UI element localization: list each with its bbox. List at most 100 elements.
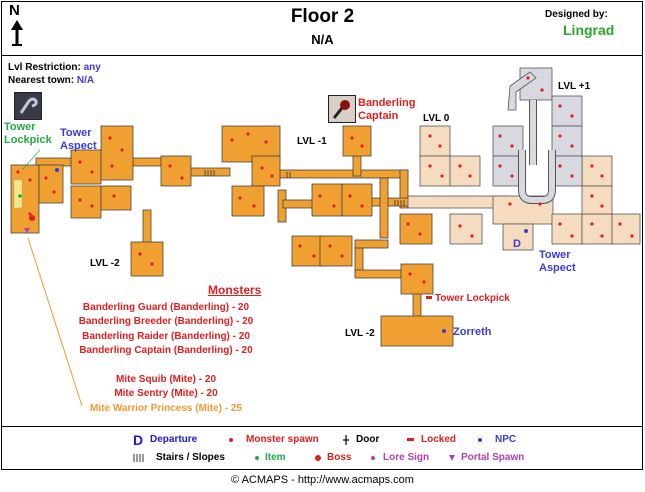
room	[38, 164, 64, 204]
lvl-minus2-label-left: LVL -2	[90, 258, 120, 269]
legend-stairs: Stairs / Slopes	[156, 452, 225, 463]
corridor	[379, 177, 389, 239]
legend-departure: Departure	[150, 434, 198, 445]
corridor	[142, 209, 152, 246]
lvl-plus1-label: LVL +1	[558, 81, 591, 92]
npc-marker	[55, 168, 59, 172]
captain-boss-icon	[328, 95, 356, 123]
npc-marker	[524, 229, 528, 233]
monster-list-item: Mite Sentry (Mite) - 20	[114, 388, 218, 399]
room	[611, 213, 641, 245]
legend-lore-sign-icon	[371, 456, 375, 460]
legend-monster-spawn-icon	[229, 438, 233, 442]
lvl-minus2-label-right: LVL -2	[345, 328, 375, 339]
header-divider	[1, 55, 643, 56]
legend-portal-spawn-icon	[449, 455, 455, 461]
page-title: Floor 2	[290, 6, 355, 27]
portal-spawn-marker	[24, 228, 30, 233]
corridor	[399, 169, 409, 209]
room	[380, 315, 454, 347]
monster-list-item: Mite Squib (Mite) - 20	[116, 374, 216, 385]
room	[449, 155, 481, 187]
legend-item-icon	[255, 456, 259, 460]
designed-by-label: Designed by:	[545, 9, 608, 20]
nearest-town: Nearest town: N/A	[8, 75, 94, 86]
room	[291, 235, 325, 267]
room	[551, 125, 583, 157]
room	[319, 235, 353, 267]
lvl-0-label: LVL 0	[423, 113, 450, 124]
room	[551, 213, 583, 245]
room	[399, 213, 433, 245]
item-area	[13, 179, 23, 209]
lvl-restriction-value: any	[83, 62, 101, 73]
legend-locked-icon	[407, 438, 414, 441]
designer-name: Lingrad	[563, 22, 615, 38]
room	[581, 155, 613, 187]
footer-credit: © ACMAPS - http://www.acmaps.com	[231, 474, 414, 486]
corridor	[189, 167, 231, 177]
zorreth-label: Zorreth	[453, 326, 492, 338]
departure-marker: D	[513, 238, 521, 250]
room	[231, 185, 265, 217]
monster-spawn-dots	[14, 76, 634, 284]
room	[70, 149, 102, 185]
room	[341, 183, 373, 217]
tower-lockpick-label-left: Tower Lockpick	[4, 121, 52, 146]
legend-divider	[1, 426, 643, 427]
room	[502, 223, 534, 251]
banderling-captain-label: Banderling Captain	[358, 97, 416, 122]
room	[251, 155, 281, 187]
legend-npc: NPC	[495, 434, 517, 445]
corridor	[354, 269, 406, 279]
lvl-restriction-label: Lvl Restriction:	[8, 62, 81, 73]
nearest-town-label: Nearest town:	[8, 75, 75, 86]
ramp	[507, 71, 537, 111]
room	[100, 185, 132, 211]
north-arrow-icon	[11, 20, 23, 46]
legend-portal-spawn: Portal Spawn	[461, 452, 525, 463]
legend-npc-icon	[478, 438, 482, 442]
room	[419, 125, 451, 157]
tower-lockpick-label-right: Tower Lockpick	[435, 293, 510, 304]
legend-monster-spawn: Monster spawn	[246, 434, 319, 445]
room	[100, 125, 134, 181]
nearest-town-value: N/A	[76, 75, 95, 86]
npc-marker	[442, 329, 446, 333]
legend-departure-icon: D	[133, 432, 144, 448]
room	[130, 241, 164, 277]
north-letter: N	[9, 2, 20, 19]
monster-list-item: Banderling Breeder (Banderling) - 20	[78, 316, 254, 327]
room	[551, 155, 583, 187]
item-marker	[18, 194, 22, 198]
corridor	[282, 199, 314, 209]
legend-lore-sign: Lore Sign	[383, 452, 430, 463]
legend-door-icon	[343, 435, 349, 445]
room	[311, 183, 343, 217]
legend-door: Door	[356, 434, 380, 445]
legend-boss-icon	[315, 455, 321, 461]
legend-stairs-icon	[133, 454, 144, 462]
lvl-restriction: Lvl Restriction: any	[8, 62, 101, 73]
lockpick-item-icon	[14, 92, 42, 120]
legend-item: Item	[265, 452, 286, 463]
corridor	[277, 169, 409, 179]
monster-list-item: Banderling Captain (Banderling) - 20	[79, 345, 253, 356]
tower-aspect-label-right: Tower Aspect	[539, 249, 576, 274]
dungeon-map	[10, 67, 641, 462]
page-subtitle: N/A	[311, 32, 334, 47]
monster-list-item: Banderling Guard (Banderling) - 20	[82, 302, 250, 313]
room	[70, 185, 102, 219]
room	[492, 155, 522, 187]
room	[449, 213, 483, 245]
room	[342, 125, 372, 157]
room	[419, 155, 451, 187]
boss-pointer-line	[27, 237, 83, 407]
room	[551, 95, 583, 127]
tower-aspect-label-left: Tower Aspect	[60, 127, 97, 152]
boss-marker	[29, 215, 35, 221]
legend-locked: Locked	[421, 434, 457, 445]
room	[400, 263, 434, 295]
locked-door-marker	[426, 296, 432, 299]
legend-boss: Boss	[327, 452, 352, 463]
